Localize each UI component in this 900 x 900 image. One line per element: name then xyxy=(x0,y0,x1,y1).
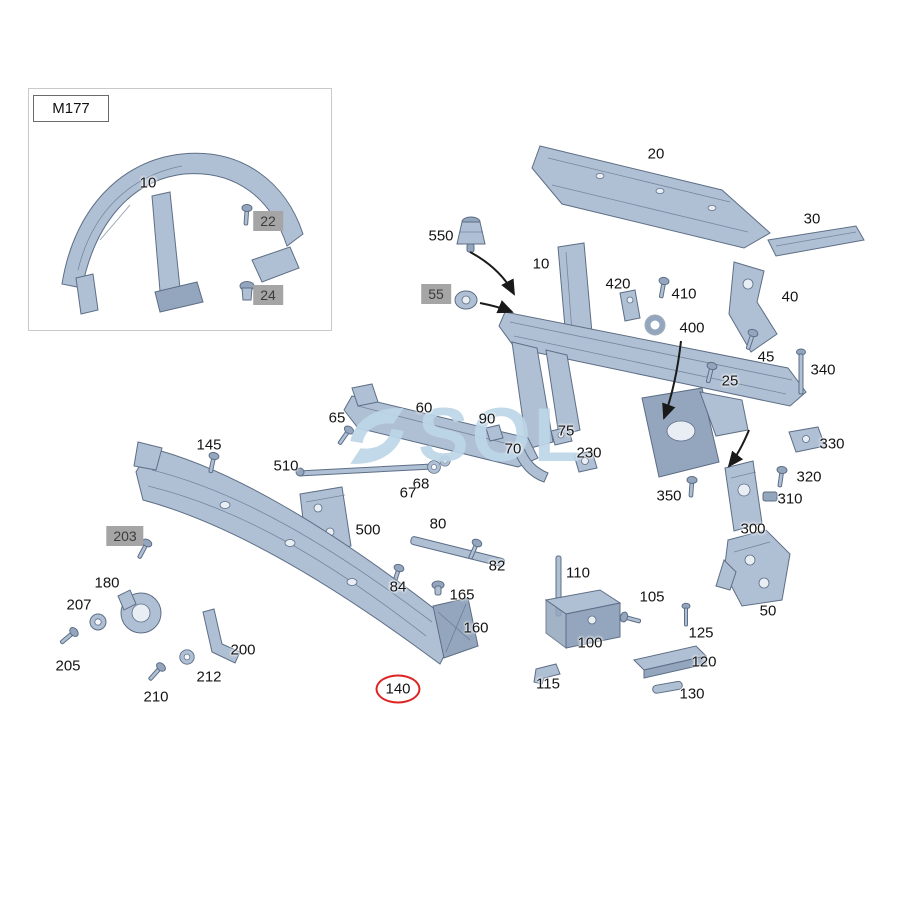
rubber-mount-550-part xyxy=(456,216,486,253)
part-label-200: 200 xyxy=(230,641,256,659)
part-label-300: 300 xyxy=(740,520,766,538)
inset-grommet-icon xyxy=(239,281,255,301)
part-label-100: 100 xyxy=(577,634,603,652)
bar-120-part xyxy=(633,645,707,679)
part-label-145: 145 xyxy=(196,436,222,454)
stud-340-part xyxy=(796,348,806,395)
part-label-68: 68 xyxy=(412,475,430,493)
bracket-30-part xyxy=(767,225,865,257)
bracket-420-part xyxy=(619,289,641,322)
bolt-125-part xyxy=(681,602,691,627)
part-label-203: 203 xyxy=(106,526,144,546)
part-label-160: 160 xyxy=(463,619,489,637)
inset-crossmember-part xyxy=(61,152,304,315)
bracket-50-part xyxy=(715,529,791,607)
nut-165-part xyxy=(431,580,445,596)
engine-code-box: M177 xyxy=(33,95,109,122)
bracket-200-part xyxy=(202,608,241,664)
part-label-84: 84 xyxy=(389,578,407,596)
clamp-400-part xyxy=(644,314,666,336)
part-label-400: 400 xyxy=(679,319,705,337)
part-label-70: 70 xyxy=(504,440,522,458)
part-label-210: 210 xyxy=(143,688,169,706)
part-label-205: 205 xyxy=(55,657,81,675)
pin-130-part xyxy=(652,680,683,694)
part-label-25: 25 xyxy=(721,372,739,390)
bracket-75-part xyxy=(550,426,573,446)
cowl-panel-part xyxy=(531,145,771,249)
part-label-180: 180 xyxy=(94,574,120,592)
part-label-120: 120 xyxy=(691,653,717,671)
part-label-115: 115 xyxy=(536,675,560,693)
part-label-310: 310 xyxy=(777,490,803,508)
part-label-550: 550 xyxy=(428,227,454,245)
part-label-65: 65 xyxy=(328,409,346,427)
bracket-300-part xyxy=(724,460,763,532)
part-label-105: 105 xyxy=(639,588,665,606)
part-label-330: 330 xyxy=(819,435,845,453)
bracket-40-part xyxy=(728,261,778,353)
part-label-207: 207 xyxy=(66,596,92,614)
part-label-50: 50 xyxy=(759,602,777,620)
main-crossmember-part xyxy=(498,242,807,478)
part-label-125: 125 xyxy=(688,624,714,642)
part-label-10: 10 xyxy=(532,255,550,273)
part-label-500: 500 xyxy=(355,521,381,539)
bracket-90-part xyxy=(485,424,504,442)
bushing-310-part xyxy=(762,491,778,502)
part-label-30: 30 xyxy=(803,210,821,228)
part-label-350: 350 xyxy=(656,487,682,505)
part-label-165: 165 xyxy=(449,586,475,604)
part-label-55: 55 xyxy=(421,284,451,304)
part-label-230: 230 xyxy=(576,444,602,462)
part-label-67: 67 xyxy=(399,484,417,502)
part-label-75: 75 xyxy=(557,422,575,440)
part-label-22: 22 xyxy=(253,211,283,231)
part-label-90: 90 xyxy=(478,410,496,428)
rod-510-part xyxy=(295,463,431,477)
bracket-115-part xyxy=(533,663,561,685)
part-label-45: 45 xyxy=(757,348,775,366)
part-label-212: 212 xyxy=(196,668,222,686)
part-label-410: 410 xyxy=(671,285,697,303)
part-label-60: 60 xyxy=(415,399,433,417)
part-label-20: 20 xyxy=(647,145,665,163)
leader-arrows xyxy=(469,251,750,468)
part-label-24: 24 xyxy=(253,285,283,305)
mount-box-100-part xyxy=(544,589,622,649)
part-label-10: 10 xyxy=(139,174,157,192)
mount-55-part xyxy=(454,290,478,310)
hose-bracket-70-part xyxy=(513,445,549,483)
part-label-40: 40 xyxy=(781,288,799,306)
part-label-82: 82 xyxy=(488,557,506,575)
bracket-180-part xyxy=(117,589,162,634)
part-label-340: 340 xyxy=(810,361,836,379)
part-label-80: 80 xyxy=(429,515,447,533)
part-label-110: 110 xyxy=(566,564,590,582)
part-label-510: 510 xyxy=(273,457,299,475)
bracket-330-part xyxy=(788,426,826,453)
bumper-reinforcement-part xyxy=(133,441,479,665)
bracket-230-part xyxy=(573,450,598,473)
part-label-140: 140 xyxy=(375,674,421,704)
part-label-130: 130 xyxy=(679,685,705,703)
part-label-420: 420 xyxy=(605,275,631,293)
part-label-320: 320 xyxy=(796,468,822,486)
brace-80-part xyxy=(410,536,506,567)
